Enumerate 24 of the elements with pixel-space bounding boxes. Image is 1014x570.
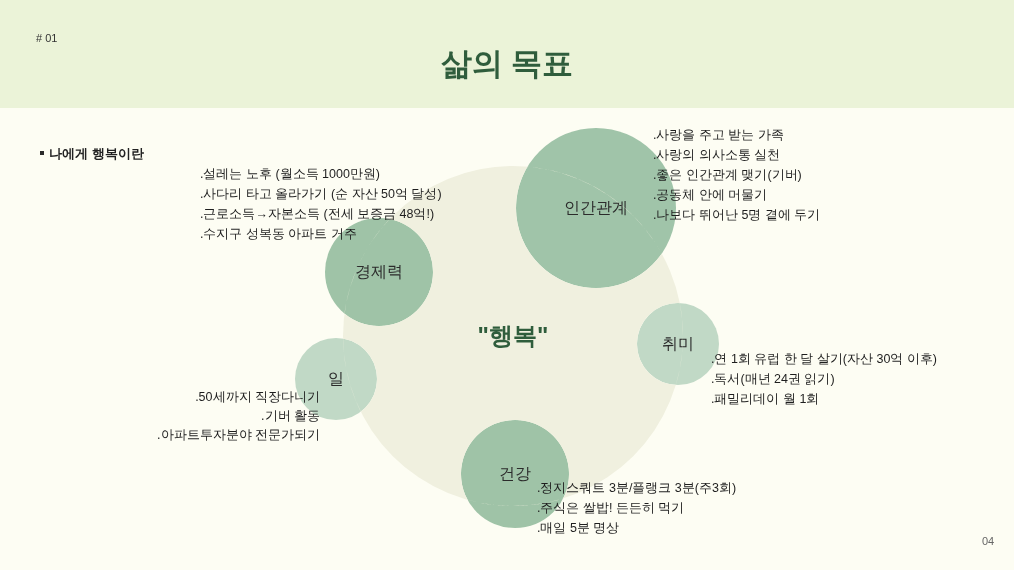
- topic-label: 경제력: [355, 261, 403, 282]
- bullet-text: .매일 5분 명상: [537, 520, 620, 537]
- section-heading: 나에게 행복이란: [49, 145, 144, 162]
- center-label: "행복": [477, 321, 549, 351]
- bullet-text: .기버 활동: [261, 408, 320, 425]
- bullet-text: .사랑을 주고 받는 가족: [653, 127, 784, 144]
- bullet-text: .사랑의 의사소통 실천: [653, 147, 781, 164]
- topic-label: 인간관계: [564, 197, 628, 218]
- bullet-text: .설레는 노후 (월소득 1000만원): [200, 166, 381, 183]
- topic-label: 취미: [662, 333, 694, 354]
- bullet-text: .아파트투자분야 전문가되기: [157, 427, 320, 444]
- bullet-text: .패밀리데이 월 1회: [711, 391, 820, 408]
- bullet-text: .50세까지 직장다니기: [195, 389, 320, 406]
- bullet-text: .주식은 쌀밥! 든든히 먹기: [537, 500, 685, 517]
- bullet-text: .정지스쿼트 3분/플랭크 3분(주3회): [537, 480, 737, 497]
- slide-number: # 01: [36, 31, 58, 46]
- bullet-text: .사다리 타고 올라가기 (순 자산 50억 달성): [200, 186, 442, 203]
- bullet-text: .연 1회 유럽 한 달 살기(자산 30억 이후): [711, 351, 937, 368]
- bullet-text: .근로소득→자본소득 (전세 보증금 48억!): [200, 206, 435, 223]
- slide-title: 삶의 목표: [440, 45, 574, 83]
- page-number: 04: [982, 534, 995, 549]
- bullet-text: .독서(매년 24권 읽기): [711, 371, 835, 388]
- topic-label: 건강: [499, 463, 531, 484]
- topic-label: 일: [328, 368, 344, 389]
